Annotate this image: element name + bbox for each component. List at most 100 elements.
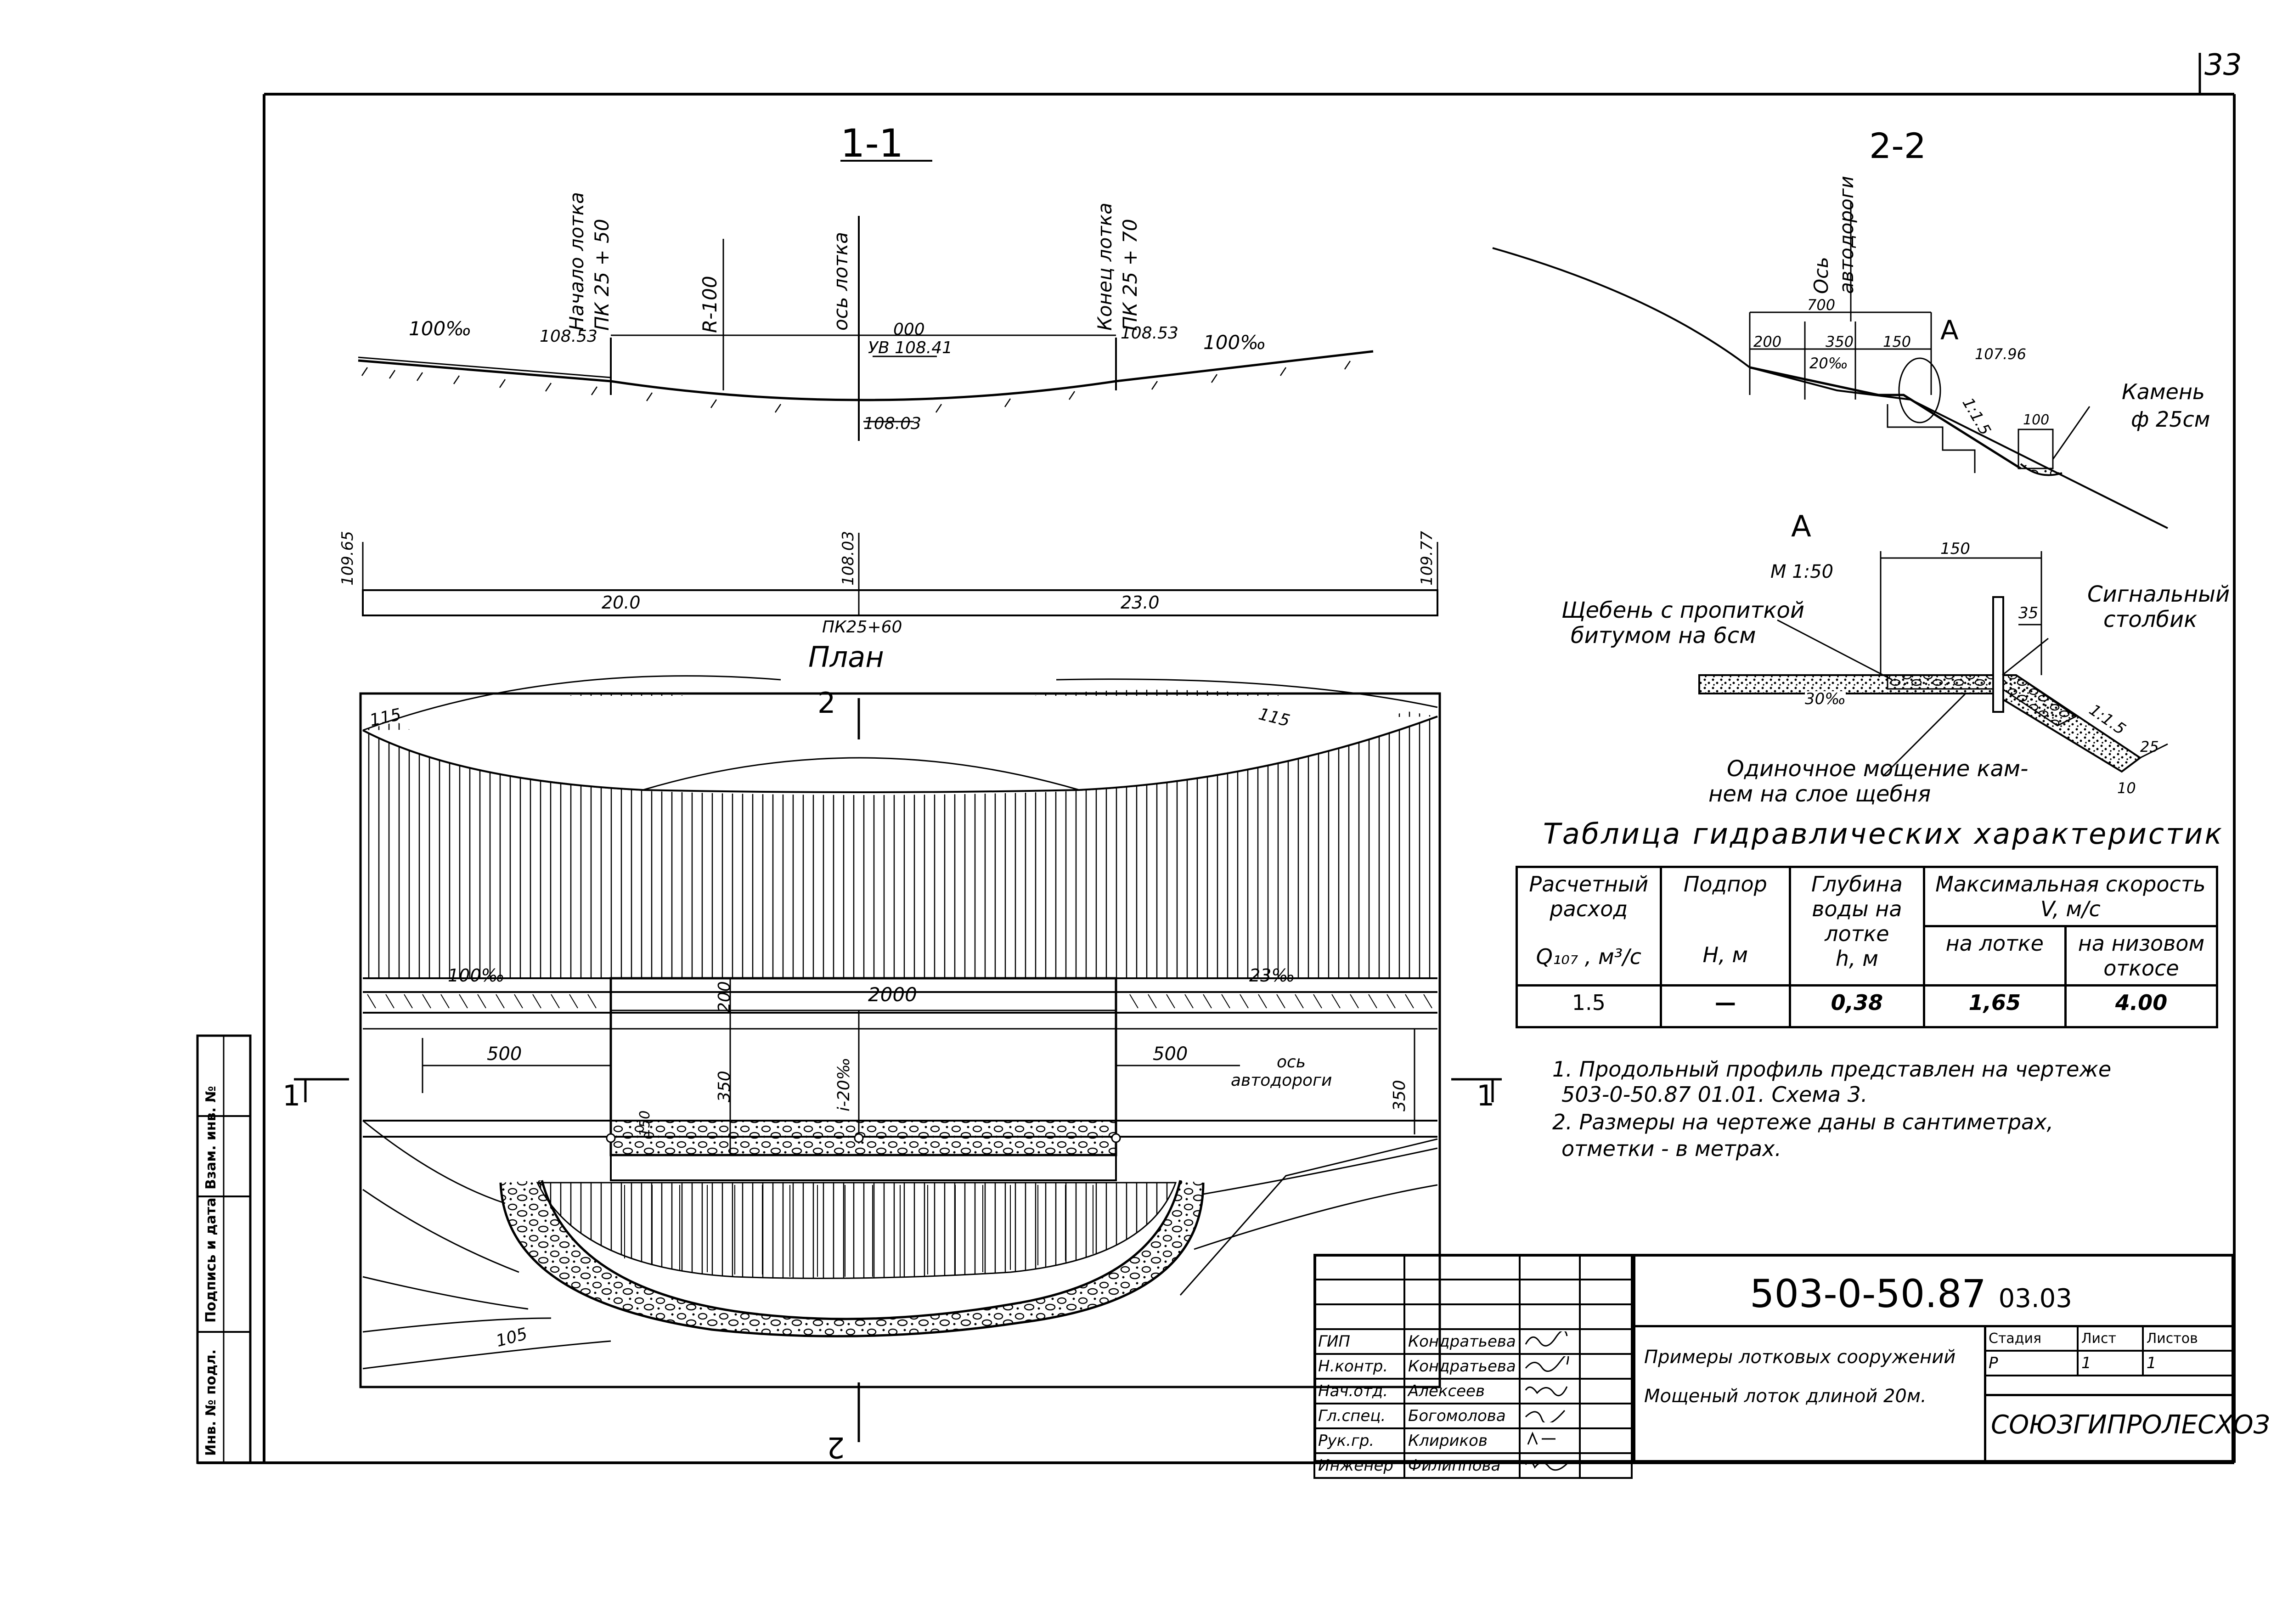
cell-v-slope: 4.00	[2064, 984, 2219, 1028]
detail-a-dim-35: 35	[2018, 604, 2039, 622]
plan-width-2000: 2000	[868, 983, 917, 1006]
role: ГИП	[1313, 1328, 1405, 1355]
signature-row: Инженер Филиппова	[1313, 1452, 1633, 1479]
plan-dim-500-right: 500	[1153, 1043, 1188, 1065]
drawing-code: 503-0-50.87 03.03	[1750, 1274, 2072, 1313]
margin-inv-podl: Инв. № подл.	[203, 1349, 219, 1456]
hydraulic-table: Расчетный расход Q₁₀₇ , м³/с Подпор Н, м…	[1516, 866, 2219, 1028]
detail-a-dim-150: 150	[1940, 540, 1970, 558]
col-velocity-slope-line2: откосе	[2103, 956, 2179, 981]
plan-view	[294, 675, 1502, 1442]
signature	[1518, 1378, 1581, 1404]
slope-left-label: 100‰	[409, 317, 472, 340]
plan-dim-500-left: 500	[487, 1043, 522, 1065]
col-backwater: Подпор Н, м	[1659, 866, 1792, 987]
plan-title: План	[808, 640, 884, 674]
strip-right-elev: 109.77	[1418, 531, 1436, 586]
flume-end-pk: ПК 25 + 70	[1119, 219, 1141, 331]
signature-row: Гл.спец. Богомолова	[1313, 1403, 1633, 1429]
detail-a-dim-25: 25	[2140, 738, 2159, 756]
detail-a-scale: М 1:50	[1770, 561, 1834, 582]
dim-200: 200	[1753, 333, 1782, 350]
detail-a-slope: 30‰	[1805, 690, 1846, 708]
road-axis-1: Ось	[1810, 257, 1832, 294]
signature	[1518, 1403, 1581, 1429]
col-velocity: Максимальная скорость V, м/с	[1922, 866, 2219, 927]
zero-label: 000	[893, 320, 925, 339]
title-block-vline	[1984, 1325, 1986, 1463]
col-velocity-flume: на лотке	[1922, 925, 2067, 987]
gravel-label-2: битумом на 6см	[1571, 623, 1756, 648]
water-level-label: УВ 108.41	[868, 338, 953, 357]
stone-label-1: Камень	[2122, 379, 2205, 404]
plan-mark-top: 2	[817, 686, 836, 720]
margin-podpis: Подпись и дата	[203, 1197, 219, 1323]
callout-a: А	[1940, 315, 1959, 346]
signature-row: ГИП Кондратьева	[1313, 1328, 1633, 1355]
note-line-1: 1. Продольный профиль представлен на чер…	[1552, 1057, 2112, 1082]
col-backwater-line1: Подпор	[1683, 872, 1767, 897]
role: Н.контр.	[1313, 1353, 1405, 1380]
paving-label-1: Одиночное мощение кам-	[1727, 756, 2029, 782]
dim-100: 100	[2023, 412, 2050, 428]
plan-slope-right: 23‰	[1249, 965, 1295, 986]
sheet-value: 1	[2076, 1350, 2144, 1376]
role: Рук.гр.	[1313, 1427, 1405, 1454]
plan-mark-left: 1	[282, 1079, 301, 1112]
note-line-3: 2. Размеры на чертеже даны в сантиметрах…	[1552, 1110, 2054, 1134]
signal-post-label-2: столбик	[2103, 607, 2198, 632]
flume-end-label: Конец лотка	[1093, 203, 1116, 331]
role: Инженер	[1313, 1452, 1405, 1479]
elev-right-label: 108.53	[1121, 324, 1178, 343]
plan-dim-350-right: 350	[1390, 1080, 1409, 1111]
col-velocity-line1: Максимальная скорость	[1935, 872, 2206, 897]
name: Филиппова	[1403, 1452, 1521, 1479]
section-1-1-profile	[358, 160, 1438, 616]
col-depth: Глубина воды на лотке h, м	[1789, 866, 1925, 987]
dist-right-label: 23.0	[1121, 592, 1160, 613]
col-discharge-line2: расход	[1550, 897, 1628, 921]
col-velocity-line2: V, м/с	[2040, 897, 2101, 921]
detail-a-dim-10: 10	[2117, 779, 2136, 797]
signature	[1518, 1452, 1581, 1479]
cell-q: 1.5	[1516, 984, 1662, 1028]
col-velocity-slope: на низовом откосе	[2064, 925, 2219, 987]
bottom-elev-label: 108.03	[863, 414, 921, 433]
col-depth-line1: Глубина	[1811, 872, 1903, 897]
col-discharge-line3: Q₁₀₇ , м³/с	[1536, 944, 1641, 969]
flume-axis-label: ось лотка	[829, 231, 852, 331]
stage-value: Р	[1984, 1350, 2079, 1376]
name: Кондратьева	[1403, 1328, 1521, 1355]
plan-dim-350: 350	[715, 1071, 734, 1102]
flume-start-label: Начало лотка	[565, 192, 588, 331]
plan-dim-150: 150	[637, 1110, 653, 1137]
title-block-divider	[1633, 1254, 1635, 1463]
signature-row: Нач.отд. Алексеев	[1313, 1378, 1633, 1404]
cell-v-flume: 1,65	[1922, 984, 2067, 1028]
signature	[1518, 1328, 1581, 1355]
paving-label-2: нем на слое щебня	[1708, 781, 1931, 807]
plan-mark-right: 1	[1476, 1079, 1495, 1112]
name: Клириков	[1403, 1427, 1521, 1454]
strip-mid-elev: 108.03	[839, 531, 857, 586]
road-axis-2: автодороги	[1835, 175, 1858, 294]
col-depth-line3: лотке	[1825, 921, 1889, 946]
title-block-hline-2	[1984, 1394, 2234, 1396]
radius-label: R-100	[699, 276, 721, 333]
elev-left-label: 108.53	[540, 327, 597, 346]
signature-row: Рук.гр. Клириков	[1313, 1427, 1633, 1454]
plan-mark-bottom: 2	[827, 1431, 845, 1464]
signal-post-label-1: Сигнальный	[2087, 581, 2230, 607]
drawing-title-1: Примеры лотковых сооружений	[1644, 1347, 1956, 1368]
dim-700: 700	[1807, 296, 1836, 314]
drawing-title-2: Мощеный лоток длиной 20м.	[1644, 1386, 1927, 1407]
dim-150: 150	[1883, 333, 1911, 350]
name: Богомолова	[1403, 1403, 1521, 1429]
section-2-2	[1492, 202, 2168, 529]
plan-road-axis-2: автодороги	[1231, 1071, 1332, 1090]
col-backwater-line2: Н, м	[1702, 942, 1748, 967]
sheet-frame	[196, 53, 2236, 1464]
role: Гл.спец.	[1313, 1403, 1405, 1429]
margin-vzam: Взам. инв. №	[203, 1086, 219, 1190]
